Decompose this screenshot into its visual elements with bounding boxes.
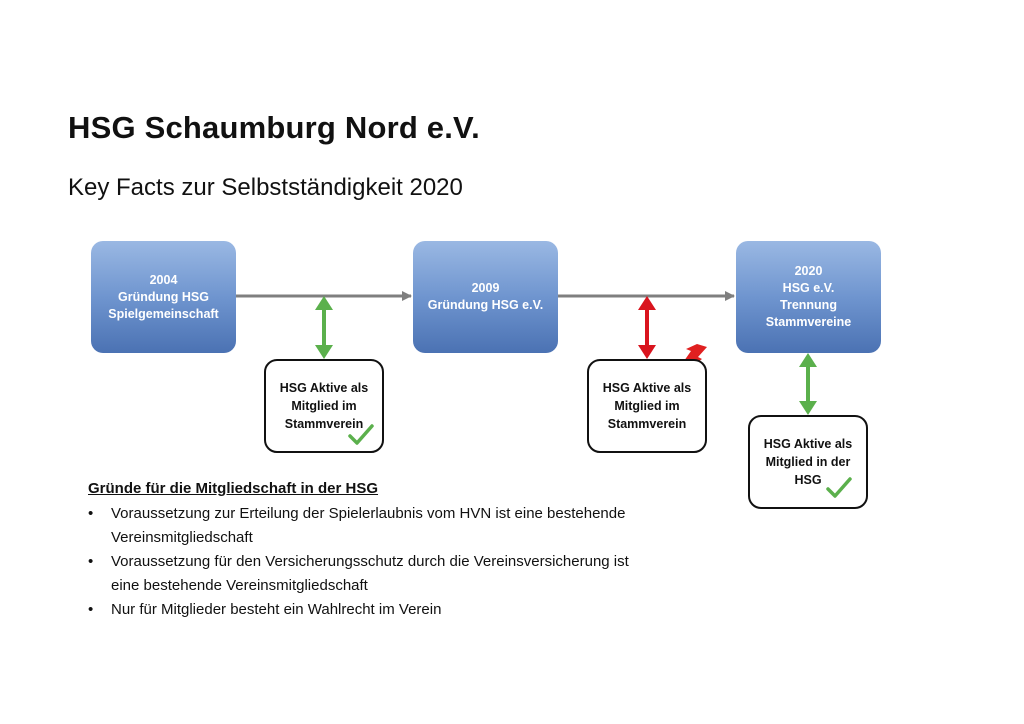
note-line: HSG Aktive als: [763, 437, 853, 451]
note-line: Mitglied im: [291, 399, 357, 413]
page-title: HSG Schaumburg Nord e.V.: [68, 110, 480, 145]
check-icon: [348, 424, 374, 445]
milestone-label: Spielgemeinschaft: [108, 306, 219, 321]
reasons-list: Voraussetzung zur Erteilung der Spielerl…: [88, 502, 631, 622]
double-arrow-green-1: [315, 296, 333, 359]
double-arrow-green-2: [799, 353, 817, 415]
milestone-year: 2020: [794, 264, 823, 278]
reasons-heading: Gründe für die Mitgliedschaft in der HSG: [88, 480, 379, 497]
reason-item: Nur für Mitglieder besteht ein Wahlrecht…: [88, 598, 631, 622]
reason-item: Voraussetzung zur Erteilung der Spielerl…: [88, 502, 631, 550]
reason-item: Voraussetzung für den Versicherungsschut…: [88, 550, 631, 598]
check-icon: [826, 477, 852, 498]
milestone-year: 2009: [471, 281, 500, 295]
milestone-2020: 2020 HSG e.V. Trennung Stammvereine: [736, 241, 881, 353]
milestone-label: Stammvereine: [765, 315, 852, 329]
note-line: Mitglied im: [614, 399, 680, 413]
milestone-label: Gründung HSG: [118, 289, 209, 304]
milestone-label: HSG e.V.: [782, 281, 835, 295]
note-line: Mitglied in der: [765, 455, 851, 469]
reasons-section: Gründe für die Mitgliedschaft in der HSG…: [88, 477, 631, 622]
note-member-stammverein-2004: HSG Aktive als Mitglied im Stammverein: [264, 359, 384, 453]
double-arrow-red: [638, 296, 656, 359]
note-line: HSG Aktive als: [279, 381, 369, 395]
milestone-2009: 2009 Gründung HSG e.V.: [413, 241, 558, 353]
milestone-2004: 2004 Gründung HSG Spielgemeinschaft: [91, 241, 236, 353]
note-member-hsg-2020: HSG Aktive als Mitglied in der HSG: [748, 415, 868, 509]
milestone-label: Trennung: [780, 298, 837, 312]
note-line: HSG Aktive als: [602, 381, 692, 395]
note-line: Stammverein: [607, 417, 687, 431]
page-subtitle: Key Facts zur Selbstständigkeit 2020: [68, 174, 463, 201]
milestone-label: Gründung HSG e.V.: [427, 298, 544, 312]
note-member-stammverein-2009: HSG Aktive als Mitglied im Stammverein: [587, 359, 707, 453]
note-line: Stammverein: [284, 417, 364, 431]
milestone-year: 2004: [149, 272, 178, 287]
note-line: HSG: [794, 473, 822, 487]
